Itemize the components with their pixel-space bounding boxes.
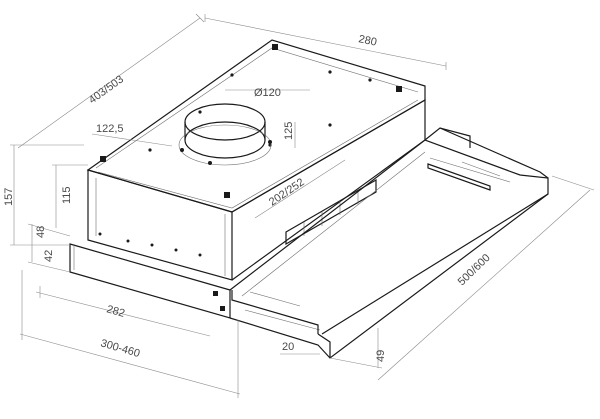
dim-total-width: 300-460 (99, 337, 141, 360)
screw-icon (272, 44, 278, 50)
dim-total-height: 157 (3, 188, 15, 206)
dim-depth: 403/503 (87, 73, 126, 106)
drawer (69, 127, 549, 359)
dim-duct-diameter: Ø120 (254, 87, 281, 99)
dimension-labels: 280 403/503 Ø120 122,5 125 202/252 157 1… (3, 33, 493, 362)
dim-lip-height: 49 (375, 350, 387, 362)
dim-front-inner: 42 (43, 250, 55, 262)
dim-body-height: 115 (61, 186, 73, 204)
dim-top-width: 280 (357, 33, 377, 49)
duct-collar (178, 103, 272, 166)
screw-icon (224, 192, 230, 198)
dim-duct-spacing: 202/252 (267, 176, 307, 208)
screw-icon (396, 86, 402, 92)
dim-duct-offset-y: 125 (283, 122, 295, 140)
dimension-lines (10, 13, 595, 398)
screw-icon (100, 156, 106, 162)
dim-drawer-width: 500/600 (456, 252, 493, 288)
dim-body-width: 282 (105, 303, 126, 320)
dim-front-height: 48 (35, 226, 47, 238)
dim-duct-offset-x: 122,5 (96, 123, 124, 135)
dim-lip-depth: 20 (282, 341, 294, 353)
hood-body (86, 39, 426, 281)
